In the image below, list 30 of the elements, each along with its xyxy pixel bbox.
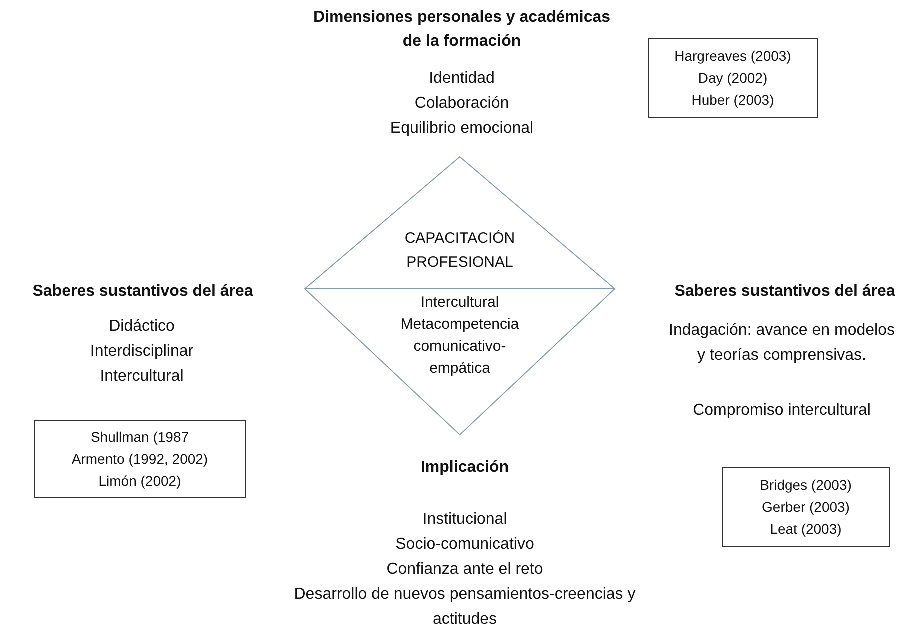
diamond-title: CAPACITACIÓN PROFESIONAL <box>404 229 516 273</box>
reference-text: Armento (1992, 2002) <box>72 450 208 469</box>
reference-box <box>648 38 818 118</box>
reference-text: Gerber (2003) <box>762 498 850 517</box>
list-item: Confianza ante el reto <box>386 560 544 580</box>
list-item: Institucional <box>422 510 508 530</box>
section-heading: Implicación <box>420 458 510 478</box>
list-item: Intercultural <box>99 367 185 387</box>
reference-text: Day (2002) <box>698 69 768 88</box>
list-item: Socio-comunicativo <box>394 535 536 555</box>
reference-text: Limón (2002) <box>98 472 182 491</box>
reference-text: Huber (2003) <box>692 91 774 110</box>
section-heading: Saberes sustantivos del área <box>32 282 254 302</box>
section-heading: Dimensiones personales y académicas de la formación <box>312 8 612 52</box>
list-item: Didáctico <box>108 317 176 337</box>
reference-text: Leat (2003) <box>770 520 842 539</box>
reference-text: Bridges (2003) <box>760 476 852 495</box>
list-item: Identidad <box>428 69 496 89</box>
diamond-text: Intercultural Metacompetencia comunicativo-empática <box>400 293 520 379</box>
reference-box <box>34 420 246 498</box>
reference-text: Hargreaves (2003) <box>674 47 792 66</box>
list-item: Desarrollo de nuevos pensamientos-creencias y actitudes <box>293 585 637 630</box>
reference-box <box>722 467 890 547</box>
list-item: Indagación: avance en modelos y teorías comprensivas. <box>668 321 896 366</box>
section-heading: Saberes sustantivos del área <box>674 282 896 302</box>
list-item: Equilibrio emocional <box>389 119 535 139</box>
reference-text: Shullman (1987 <box>90 428 190 447</box>
list-item: Colaboración <box>414 94 510 114</box>
list-item: Compromiso intercultural <box>692 401 872 421</box>
list-item: Interdisciplinar <box>89 342 195 362</box>
